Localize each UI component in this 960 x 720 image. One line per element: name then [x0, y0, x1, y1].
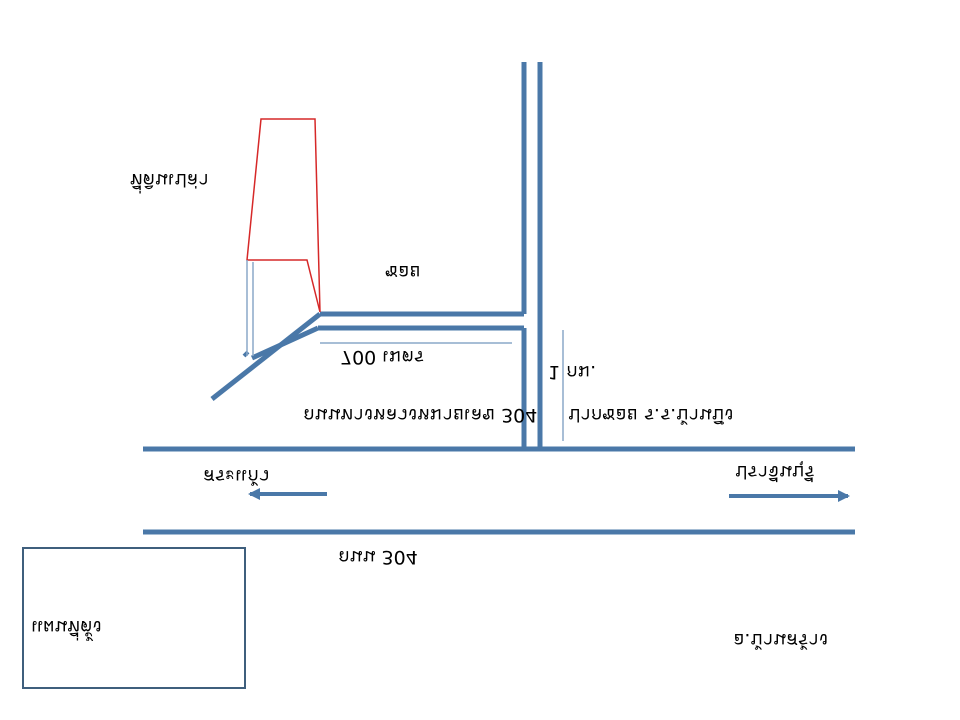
highway-right-label: ปากซอย ร.ร.บ้านบึง [568, 404, 734, 426]
parcel-outline [246, 118, 321, 313]
highway-left-label: ถนนทางหลวงหมายเลข 304 [303, 404, 538, 426]
highway-south-label: ถนน 304 [338, 546, 418, 568]
distance-700-label: 700 เมตร [340, 346, 424, 368]
to-left-label: สระแก้ว [203, 465, 270, 487]
legend-box-text: แผนที่ตั้ง [31, 616, 102, 638]
distance-1km-label: 1 กม. [548, 361, 597, 383]
diagonal-road-lower [250, 325, 320, 361]
parcel-label: ที่ดินเปล่า [130, 169, 209, 191]
to-right-label: ปราจีนบุรี [735, 461, 815, 483]
soi-label: ซอย [385, 261, 421, 283]
legend-box [22, 547, 246, 689]
bottom-right-label: อ.บ้านสร้าง [733, 629, 828, 651]
diagonal-road-upper [210, 312, 322, 401]
